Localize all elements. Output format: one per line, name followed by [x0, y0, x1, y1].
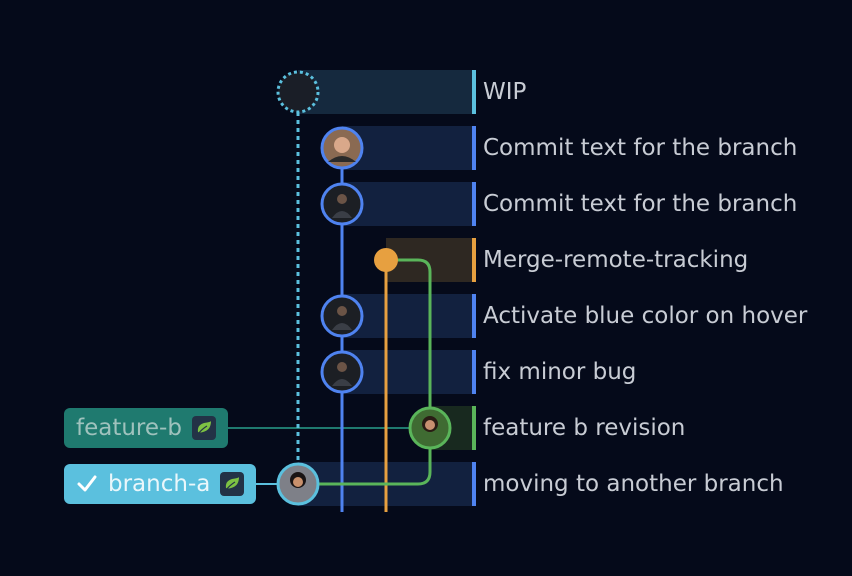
check-icon	[76, 471, 98, 501]
branch-label: feature-b	[76, 415, 182, 441]
branch-tag-branch-a[interactable]: branch-a	[64, 464, 256, 504]
row-bg-commit-1[interactable]	[342, 126, 472, 170]
row-bg-commit-5[interactable]	[342, 350, 472, 394]
branch-label: branch-a	[108, 471, 211, 497]
avatar-commit-4[interactable]	[320, 294, 364, 338]
row-accent-branch-a	[472, 462, 476, 506]
avatar-commit-5[interactable]	[320, 350, 364, 394]
row-accent-commit-5	[472, 350, 476, 394]
commit-message[interactable]: Commit text for the branch	[483, 191, 798, 217]
feature-lane-top	[386, 258, 432, 410]
row-accent-commit-4	[472, 294, 476, 338]
merge-node[interactable]	[374, 248, 398, 272]
row-accent-commit-2	[472, 182, 476, 226]
row-accent-feature	[472, 406, 476, 450]
branch-tag-feature-b[interactable]: feature-b	[64, 408, 228, 448]
row-bg-wip[interactable]	[298, 70, 472, 114]
commit-message[interactable]: fix minor bug	[483, 359, 637, 385]
commit-message[interactable]: Commit text for the branch	[483, 135, 798, 161]
avatar-branch-a[interactable]	[276, 462, 320, 506]
commit-message[interactable]: Activate blue color on hover	[483, 303, 808, 329]
row-bg-commit-4[interactable]	[342, 294, 472, 338]
commit-message[interactable]: moving to another branch	[483, 471, 784, 497]
row-accent-commit-1	[472, 126, 476, 170]
commit-message[interactable]: feature b revision	[483, 415, 686, 441]
avatar-commit-2[interactable]	[320, 182, 364, 226]
leaf-icon	[220, 472, 244, 496]
row-bg-commit-2[interactable]	[342, 182, 472, 226]
row-accent-wip	[472, 70, 476, 114]
leaf-icon	[192, 416, 216, 440]
feature-lane-bottom	[316, 448, 432, 486]
commit-message[interactable]: Merge-remote-tracking	[483, 247, 749, 273]
commit-message[interactable]: WIP	[483, 79, 527, 105]
wip-node[interactable]	[276, 70, 320, 114]
avatar-commit-1[interactable]	[320, 126, 364, 170]
row-accent-merge	[472, 238, 476, 282]
avatar-feature[interactable]	[408, 406, 452, 450]
